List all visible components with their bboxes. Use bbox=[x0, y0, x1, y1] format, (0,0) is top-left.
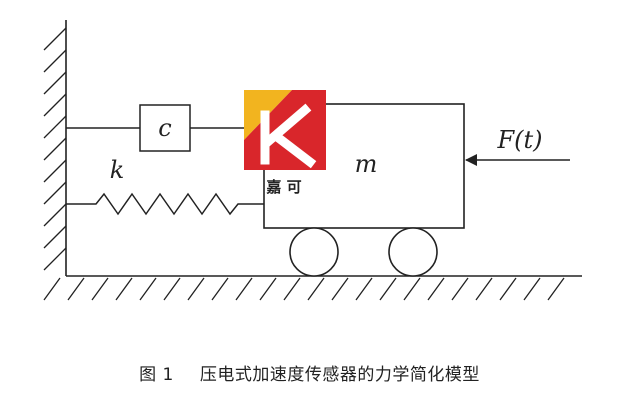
ground-hatching bbox=[43, 277, 565, 301]
mechanical-model-diagram: c k m F(t) 嘉 可 bbox=[43, 20, 582, 301]
right-wheel bbox=[388, 227, 438, 277]
logo-k-mark bbox=[260, 103, 317, 169]
ground bbox=[43, 275, 582, 301]
watermark-logo: 嘉 可 bbox=[244, 90, 326, 196]
left-wheel bbox=[289, 227, 339, 277]
caption-text: 压电式加速度传感器的力学简化模型 bbox=[199, 365, 480, 385]
figure-number: 图 1 bbox=[139, 365, 174, 385]
spring bbox=[66, 192, 264, 216]
mass-label: m bbox=[355, 150, 378, 178]
figure-caption: 图 1 压电式加速度传感器的力学简化模型 bbox=[0, 360, 619, 385]
logo-brand-text: 嘉 可 bbox=[265, 178, 301, 196]
damper bbox=[66, 104, 264, 152]
spring-label: k bbox=[110, 156, 125, 184]
force-label: F(t) bbox=[496, 126, 542, 154]
wall-hatching bbox=[43, 27, 67, 271]
wall bbox=[43, 20, 67, 276]
damper-label: c bbox=[158, 114, 171, 142]
